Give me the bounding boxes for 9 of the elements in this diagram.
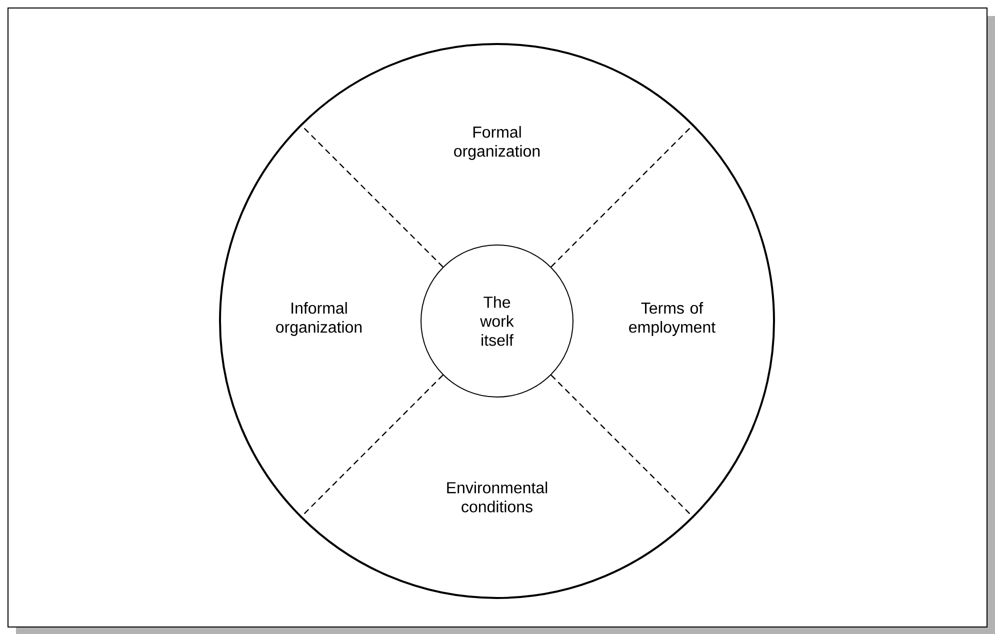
sector-label: Informal organization (276, 302, 362, 336)
divider-line (550, 124, 694, 268)
divider-line (550, 374, 694, 518)
divider-line (300, 124, 444, 268)
divider-line (300, 374, 444, 518)
sector-label: Environmental conditions (447, 482, 548, 512)
sector-label: Terms of employment (629, 302, 716, 336)
sector-label: Formal organization (454, 126, 540, 160)
outer-circle (219, 43, 775, 599)
